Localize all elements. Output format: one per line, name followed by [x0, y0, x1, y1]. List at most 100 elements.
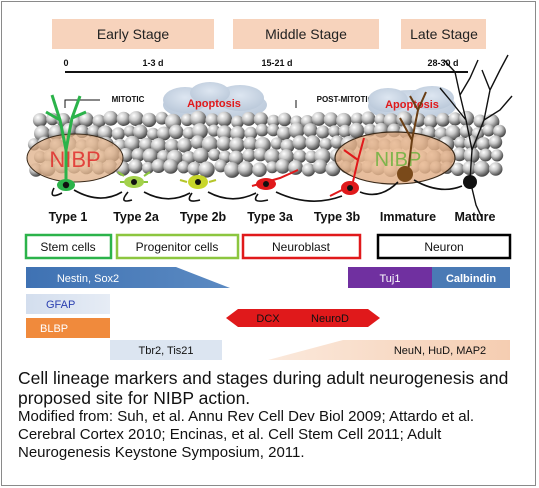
granule-cell — [242, 148, 256, 162]
type1-stem-cell — [45, 94, 87, 191]
granule-cell — [473, 160, 490, 177]
granule-cell — [476, 137, 491, 151]
granule-cell — [237, 161, 254, 177]
granule-cell — [348, 122, 365, 139]
granule-cell — [270, 137, 283, 150]
cell-type-immature: Immature — [380, 210, 436, 224]
category-neuroblast: Neuroblast — [272, 240, 331, 254]
figure-caption: Cell lineage markers and stages during a… — [18, 368, 533, 462]
type2b-progenitor — [179, 175, 217, 189]
granule-cell — [311, 111, 326, 126]
granule-cell — [205, 113, 220, 128]
granule-cell — [124, 135, 141, 152]
apoptosis-label-right: Apoptosis — [385, 99, 439, 111]
timeline-0: 0 — [63, 58, 68, 68]
granule-cell — [277, 112, 292, 127]
granule-cell — [163, 159, 179, 174]
marker-blbp: BLBP — [40, 323, 68, 335]
granule-cell — [288, 122, 305, 139]
granule-cell — [146, 127, 160, 141]
granule-cell — [252, 162, 267, 177]
category-stem-cells: Stem cells — [40, 240, 95, 254]
granule-cell — [454, 136, 467, 149]
granule-cell — [180, 113, 194, 127]
marker-nestin-sox2: Nestin, Sox2 — [57, 273, 119, 285]
category-box-stem-cells — [24, 233, 113, 260]
granule-cell — [123, 125, 136, 138]
type3b-neuroblast — [329, 137, 365, 197]
cell-type-type3a: Type 3a — [247, 210, 294, 224]
mitotic-bracket — [64, 99, 100, 108]
granule-cell — [142, 161, 154, 174]
stage-label-late: Late Stage — [410, 26, 478, 42]
granule-cell — [228, 150, 244, 166]
marker-bar-gfap — [26, 294, 110, 314]
granule-cell — [79, 112, 94, 127]
stage-box-late — [401, 19, 486, 49]
marker-gfap: GFAP — [46, 299, 75, 311]
cell-type-type1: Type 1 — [49, 210, 88, 224]
marker-bar-tbr2-tis21 — [110, 340, 222, 360]
granule-cell — [288, 160, 303, 175]
granule-cell — [316, 125, 330, 139]
granule-cell — [266, 161, 279, 174]
timeline-28-30d: 28-30 d — [427, 58, 458, 68]
granule-cell — [139, 137, 154, 152]
granule-cell — [156, 126, 171, 141]
granule-cell — [361, 111, 376, 126]
granule-cell — [305, 150, 318, 164]
granule-cell — [92, 114, 106, 128]
apoptosis-cloud-left — [163, 82, 267, 122]
granule-cell — [224, 162, 240, 178]
granule-cell — [435, 112, 450, 127]
granule-cell — [303, 123, 318, 138]
lineage-arrows — [51, 179, 463, 202]
granule-cell — [208, 148, 221, 161]
granule-cell — [231, 115, 244, 129]
nibp-region-stem — [26, 133, 124, 183]
stage-label-middle: Middle Stage — [265, 26, 347, 42]
phase-postmitotic: POST-MITOTIC — [317, 95, 374, 104]
marker-tbr2-tis21: Tbr2, Tis21 — [138, 345, 193, 357]
granule-cell — [193, 147, 209, 164]
marker-dcx: DCX — [256, 313, 280, 325]
granule-cell — [312, 159, 328, 174]
marker-calbindin: Calbindin — [446, 273, 496, 285]
timeline-15-21d: 15-21 d — [261, 58, 292, 68]
category-box-neuron — [376, 233, 512, 260]
marker-bar-calbindin — [432, 267, 510, 288]
granule-cell — [491, 149, 504, 162]
marker-tuj1: Tuj1 — [380, 273, 401, 285]
immature-neuron — [397, 91, 427, 182]
marker-bar-nestin-sox2 — [26, 267, 230, 288]
granule-cell — [396, 111, 413, 128]
marker-bar-blbp — [26, 318, 110, 338]
caption-main: Cell lineage markers and stages during a… — [18, 368, 509, 408]
granule-cell — [445, 125, 461, 141]
cell-type-type2a: Type 2a — [113, 210, 160, 224]
marker-bar-dcx-neurod — [226, 309, 380, 327]
granule-cell — [488, 162, 503, 176]
granule-cell — [103, 110, 119, 126]
granule-cell — [423, 114, 438, 129]
granule-cell — [111, 127, 125, 141]
granule-cell — [319, 137, 333, 151]
granule-cell — [336, 112, 352, 129]
granule-cell — [32, 113, 48, 128]
granule-cell — [198, 161, 215, 178]
granule-cell — [267, 123, 280, 137]
nibp-label-stem: NIBP — [49, 147, 100, 172]
timeline-1-3d: 1-3 d — [142, 58, 163, 68]
granule-cell — [142, 148, 158, 164]
granule-cell — [451, 162, 465, 176]
granule-cell — [216, 125, 233, 141]
granule-cell — [493, 124, 506, 138]
granule-cell — [177, 137, 193, 153]
mature-neuron — [439, 54, 513, 219]
stage-box-early — [52, 19, 214, 49]
granule-cell — [330, 135, 344, 149]
granule-cell — [253, 147, 268, 162]
granule-cell — [243, 136, 258, 151]
granule-cell — [133, 124, 148, 140]
granule-cell — [214, 159, 228, 173]
